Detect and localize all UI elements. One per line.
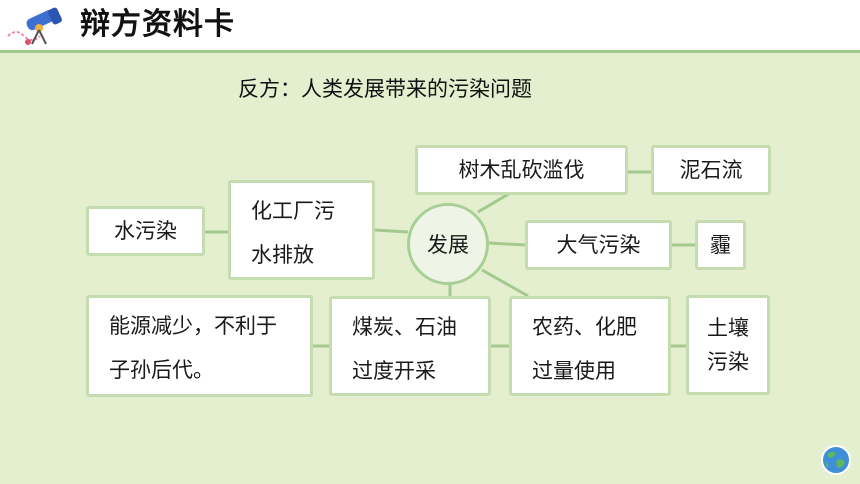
node-coal-line-2: 过度开采: [352, 359, 436, 383]
node-soil-pollution: 土壤 污染: [686, 295, 770, 395]
link-chemical-hub: [374, 228, 409, 234]
node-soil-line-2: 污染: [707, 350, 749, 374]
node-water-pollution: 水污染: [86, 206, 205, 256]
earth-icon: [821, 445, 851, 475]
node-haze: 霾: [695, 220, 746, 270]
node-coal-line-1: 煤炭、石油: [352, 315, 457, 339]
node-energy-line-1: 能源减少，不利于: [109, 314, 277, 338]
link-hub-pesticides: [481, 268, 529, 298]
node-energy-reduction: 能源减少，不利于 子孙后代。: [86, 295, 313, 397]
link-hub-air: [488, 241, 526, 247]
node-air-pollution: 大气污染: [525, 220, 672, 270]
telescope-icon: [7, 7, 62, 45]
node-chemical-line-1: 化工厂污: [251, 199, 335, 223]
node-pesticides-line-1: 农药、化肥: [532, 315, 637, 339]
node-coal-oil: 煤炭、石油 过度开采: [329, 296, 491, 396]
hub-development: 发展: [407, 203, 489, 285]
node-chemical-line-2: 水排放: [251, 243, 314, 267]
node-deforestation: 树木乱砍滥伐: [415, 145, 628, 195]
node-mudslide: 泥石流: [651, 145, 771, 195]
header-divider: [0, 50, 860, 53]
header-bar: [0, 0, 860, 50]
node-chemical-discharge: 化工厂污 水排放: [228, 180, 375, 280]
node-pesticides: 农药、化肥 过量使用: [509, 296, 671, 396]
link-hub-deforestation: [477, 190, 513, 214]
page-title: 辩方资料卡: [80, 7, 235, 42]
node-energy-line-2: 子孙后代。: [109, 358, 214, 382]
diagram-subtitle: 反方：人类发展带来的污染问题: [238, 77, 532, 101]
node-pesticides-line-2: 过量使用: [532, 359, 616, 383]
node-soil-line-1: 土壤: [707, 316, 749, 340]
